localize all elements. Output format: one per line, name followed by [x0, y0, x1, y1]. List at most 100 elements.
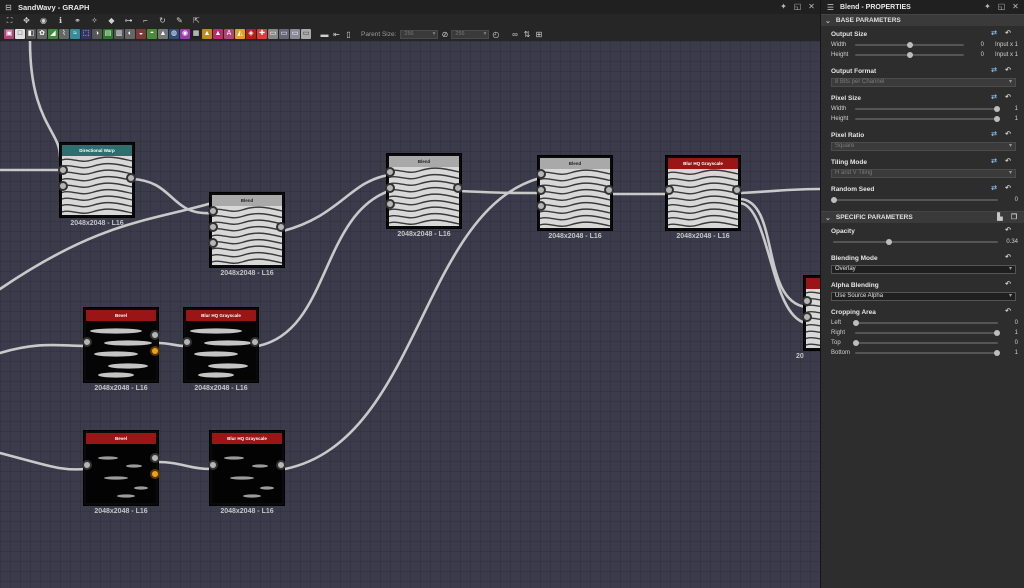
copy-icon[interactable]: ❐	[1010, 214, 1018, 221]
pattern-icon[interactable]: ▦	[191, 29, 201, 39]
link-icon[interactable]: ⚭	[74, 16, 81, 25]
pan-icon[interactable]: ✥	[23, 16, 30, 25]
crop-bottom-slider[interactable]	[853, 348, 1000, 358]
normal-icon[interactable]: ▲	[158, 29, 168, 39]
node-blend-1[interactable]: Blend	[208, 193, 286, 267]
reset-icon[interactable]: ↶	[1005, 67, 1011, 74]
navigate-icon[interactable]: ⇤	[333, 29, 340, 39]
bitmap-icon[interactable]: ◧	[26, 29, 36, 39]
input-port[interactable]	[664, 185, 674, 195]
node-blur-hq-3[interactable]: Blur HQ Grayscale	[208, 431, 286, 505]
text-icon[interactable]: A	[224, 29, 234, 39]
crop-right-slider[interactable]	[853, 328, 1000, 338]
output-port[interactable]	[150, 453, 160, 463]
float-icon[interactable]: ◱	[793, 2, 802, 11]
slider-knob[interactable]	[906, 52, 913, 58]
mask-icon[interactable]: ◭	[235, 29, 245, 39]
filter-icon[interactable]: ◈	[246, 29, 256, 39]
node-blur-hq-1[interactable]: Blur HQ Grayscale	[664, 156, 742, 230]
compute-icon[interactable]: ∞	[512, 29, 518, 39]
atomic-node-icon[interactable]: ▣	[4, 29, 14, 39]
inherit-icon[interactable]: ⇄	[991, 30, 997, 37]
reset-icon[interactable]: ↶	[1005, 227, 1011, 234]
pixel-height-slider[interactable]	[853, 114, 1000, 124]
blend-icon[interactable]: ◑	[92, 29, 102, 39]
node-bevel-2[interactable]: Bevel	[82, 431, 160, 505]
inherit-icon[interactable]: ⇄	[991, 94, 997, 101]
reset-icon[interactable]: ↶	[1005, 131, 1011, 138]
python-icon[interactable]: ◆	[108, 16, 115, 25]
svg-icon[interactable]: ✿	[37, 29, 47, 39]
transform-icon[interactable]: ⬚	[81, 29, 91, 39]
output-port[interactable]	[150, 346, 160, 356]
slider-knob[interactable]	[853, 340, 859, 346]
frame-all-icon[interactable]: ⛶	[6, 16, 13, 25]
close-icon[interactable]: ✕	[808, 2, 815, 11]
inherit-icon[interactable]: ⇄	[991, 131, 997, 138]
reset-icon[interactable]: ↶	[1005, 308, 1011, 315]
input-port[interactable]	[82, 460, 92, 470]
output-port[interactable]	[276, 222, 286, 232]
comment-icon[interactable]: ▭	[279, 29, 289, 39]
input-port[interactable]	[208, 460, 218, 470]
input-port[interactable]	[802, 296, 812, 306]
node-blur-hq-2[interactable]: Blur HQ Grayscale	[182, 308, 260, 382]
pin-icon[interactable]: ✦	[780, 2, 787, 11]
pin-node-icon[interactable]: ▭	[301, 29, 311, 39]
output-port[interactable]	[126, 173, 136, 183]
parent-size-select[interactable]: 256	[400, 29, 439, 39]
connector-icon[interactable]: ⊶	[124, 16, 133, 25]
inherit-icon[interactable]: ⇄	[991, 185, 997, 192]
document-icon[interactable]: ▯	[346, 29, 351, 39]
pixel-ratio-select[interactable]: Square	[831, 142, 1016, 151]
channels-icon[interactable]: ▤	[103, 29, 113, 39]
input-port[interactable]	[385, 199, 395, 209]
pixel-processor-icon[interactable]: ◉	[180, 29, 190, 39]
reset-icon[interactable]: ↶	[1005, 254, 1011, 261]
input-icon[interactable]: ▭	[268, 29, 278, 39]
output-size-select[interactable]: 256	[451, 29, 490, 39]
input-port[interactable]	[182, 337, 192, 347]
grayscale-icon[interactable]: ◓	[147, 29, 157, 39]
reset-icon[interactable]: ↶	[1005, 185, 1011, 192]
input-port[interactable]	[58, 165, 68, 175]
inherit-icon[interactable]: ⇄	[991, 158, 997, 165]
output-height-slider[interactable]	[853, 50, 966, 60]
timer-icon[interactable]: ◴	[492, 29, 500, 39]
levels-icon[interactable]: ▥	[114, 29, 124, 39]
slider-knob[interactable]	[831, 197, 837, 203]
material-icon[interactable]: ▲	[213, 29, 223, 39]
link-size-icon[interactable]: ⊘	[441, 29, 449, 39]
node-directional-warp[interactable]: Directional Warp	[58, 143, 136, 217]
step-icon[interactable]: ⌐	[143, 16, 148, 25]
sparkle-icon[interactable]: ✧	[91, 16, 98, 25]
slider-knob[interactable]	[994, 350, 1000, 356]
camera-icon[interactable]: ◉	[40, 16, 47, 25]
network-icon[interactable]: ⊞	[535, 29, 543, 39]
fx-map-icon[interactable]: ◍	[169, 29, 179, 39]
opacity-slider[interactable]	[831, 237, 1000, 247]
reset-icon[interactable]: ↶	[1005, 30, 1011, 37]
uniform-color-icon[interactable]: □	[15, 29, 25, 39]
crop-top-slider[interactable]	[853, 338, 1000, 348]
blending-mode-select[interactable]: Overlay	[831, 265, 1016, 274]
warp-icon[interactable]: ≈	[70, 29, 80, 39]
gradient-icon[interactable]: ◢	[48, 29, 58, 39]
preset-icon[interactable]: ▙	[997, 214, 1003, 221]
input-port[interactable]	[208, 222, 218, 232]
input-port[interactable]	[802, 312, 812, 322]
alpha-blending-select[interactable]: Use Source Alpha	[831, 292, 1016, 301]
input-port[interactable]	[208, 238, 218, 248]
input-port[interactable]	[385, 183, 395, 193]
output-port[interactable]	[732, 185, 742, 195]
noise-icon[interactable]: ▲	[202, 29, 212, 39]
input-port[interactable]	[208, 206, 218, 216]
input-port[interactable]	[536, 201, 546, 211]
crop-left-slider[interactable]	[853, 318, 1000, 328]
input-port[interactable]	[58, 181, 68, 191]
pin-icon[interactable]: ✦	[984, 2, 991, 11]
sort-icon[interactable]: ⇅	[523, 29, 531, 39]
base-parameters-header[interactable]: ⌄ BASE PARAMETERS	[821, 14, 1024, 26]
random-seed-slider[interactable]	[831, 195, 1000, 205]
